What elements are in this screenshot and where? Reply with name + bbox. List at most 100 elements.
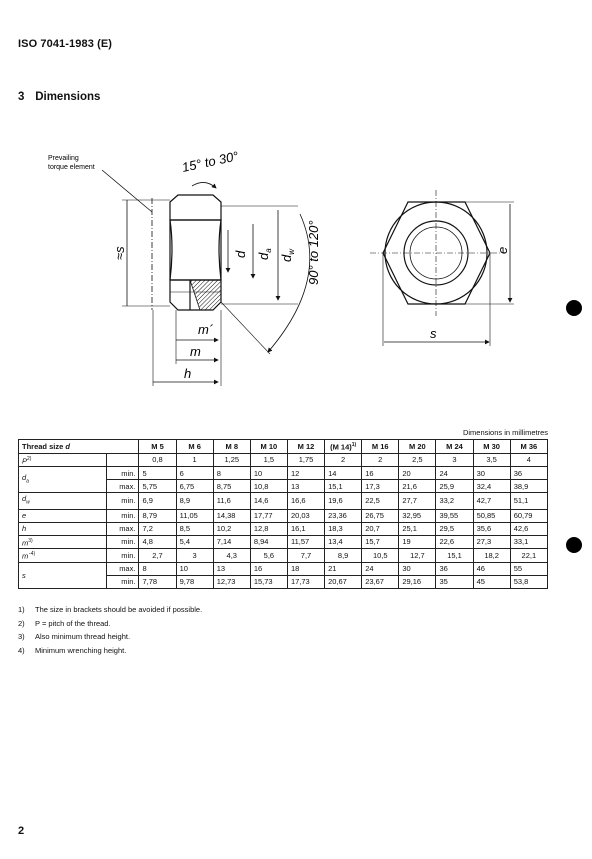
size-header: M 5 <box>138 439 177 454</box>
size-header: M 12 <box>286 439 326 454</box>
section-title: Dimensions <box>35 91 101 103</box>
table-cell: 5,75 <box>138 479 177 493</box>
table-cell: 8,9 <box>324 548 363 563</box>
d-label: d <box>233 250 248 258</box>
table-cell: 27,3 <box>472 534 511 549</box>
table-cell: 11,57 <box>286 534 326 549</box>
table-cell: 21 <box>324 561 363 576</box>
table-cell: 8,79 <box>138 508 177 523</box>
angle-side-ext <box>220 301 271 355</box>
table-cell: 60,79 <box>509 508 549 523</box>
table-cell: 18 <box>286 561 326 576</box>
table-cell: 50,85 <box>472 508 511 523</box>
row-symbol: e <box>17 508 108 523</box>
table-cell: 0,8 <box>138 452 177 467</box>
table-cell: 25,9 <box>435 479 474 493</box>
table-cell: 21,6 <box>398 479 437 493</box>
table-cell: 39,55 <box>435 508 474 523</box>
table-cell: 10,5 <box>361 548 400 563</box>
table-cell: 42,6 <box>509 521 549 536</box>
table-cell: 24 <box>435 466 474 480</box>
table-cell: 16,1 <box>286 521 326 536</box>
table-cell: 29,5 <box>435 521 474 536</box>
size-header: (M 14)1) <box>324 439 363 454</box>
table-cell: 7,2 <box>138 521 177 536</box>
table-cell: 33,1 <box>509 534 549 549</box>
table-cell: 38,9 <box>509 479 549 493</box>
row-symbol: h <box>17 521 108 536</box>
torque-element-hatch <box>189 279 222 311</box>
row-limit: max. <box>106 561 140 576</box>
table-cell: 20,7 <box>361 521 400 536</box>
table-cell: 2,7 <box>138 548 177 563</box>
table-cell: 5,6 <box>249 548 288 563</box>
table-cell: 27,7 <box>398 492 437 510</box>
table-cell: 55 <box>509 561 549 576</box>
table-cell: 29,16 <box>398 574 437 589</box>
table-cell: 3 <box>175 548 214 563</box>
table-cell: 1 <box>175 452 214 467</box>
table-cell: 7,14 <box>212 534 251 549</box>
table-cell: 19,6 <box>324 492 363 510</box>
angle-side-label: 90° to 120° <box>306 220 321 285</box>
table-cell: 8,94 <box>249 534 288 549</box>
size-header: M 20 <box>398 439 437 454</box>
footnote: 3)Also minimum thread height. <box>18 632 131 641</box>
punch-hole-dot <box>566 300 582 316</box>
table-cell: 2,5 <box>398 452 437 467</box>
table-cell: 23,36 <box>324 508 363 523</box>
table-cell: 33,2 <box>435 492 474 510</box>
thread-size-header: Thread size d <box>17 439 140 454</box>
punch-hole-dot <box>566 537 582 553</box>
table-cell: 45 <box>472 574 511 589</box>
table-cell: 10 <box>249 466 288 480</box>
table-cell: 4,8 <box>138 534 177 549</box>
table-cell: 10,8 <box>249 479 288 493</box>
table-cell: 12,7 <box>398 548 437 563</box>
table-cell: 18,3 <box>324 521 363 536</box>
nut-drawing: Prevailing torque element 15° to 30° ≈s … <box>48 148 514 386</box>
table-cell: 15,7 <box>361 534 400 549</box>
size-header: M 16 <box>361 439 400 454</box>
table-cell: 5,4 <box>175 534 214 549</box>
table-cell: 1,75 <box>286 452 326 467</box>
table-cell: 22,5 <box>361 492 400 510</box>
table-cell: 12 <box>286 466 326 480</box>
table-cell: 20,03 <box>286 508 326 523</box>
table-cell: 32,95 <box>398 508 437 523</box>
row-symbol: s <box>17 561 108 589</box>
table-cell: 13,4 <box>324 534 363 549</box>
footnote: 2)P = pitch of the thread. <box>18 618 111 628</box>
table-cell: 24 <box>361 561 400 576</box>
table-cell: 11,05 <box>175 508 214 523</box>
table-cell: 2 <box>361 452 400 467</box>
annotation-leader <box>101 169 153 213</box>
table-cell: 3,5 <box>472 452 511 467</box>
e-label: e <box>495 247 510 254</box>
table-cell: 8,5 <box>175 521 214 536</box>
footnotes: 1)The size in brackets should be avoided… <box>18 603 202 657</box>
table-cell: 36 <box>435 561 474 576</box>
row-limit: min. <box>106 534 140 549</box>
table-cell: 30 <box>398 561 437 576</box>
table-cell: 32,4 <box>472 479 511 493</box>
page-number: 2 <box>18 825 25 837</box>
table-cell: 30 <box>472 466 511 480</box>
table-cell: 1,5 <box>249 452 288 467</box>
table-cell: 17,3 <box>361 479 400 493</box>
table-cell: 22,6 <box>435 534 474 549</box>
table-cell: 8,75 <box>212 479 251 493</box>
table-cell: 14 <box>324 466 363 480</box>
size-header: M 10 <box>249 439 288 454</box>
table-cell: 4 <box>509 452 549 467</box>
table-cell: 20 <box>398 466 437 480</box>
row-limit: max. <box>106 521 140 536</box>
row-limit: min. <box>106 492 140 510</box>
table-cell: 16 <box>361 466 400 480</box>
